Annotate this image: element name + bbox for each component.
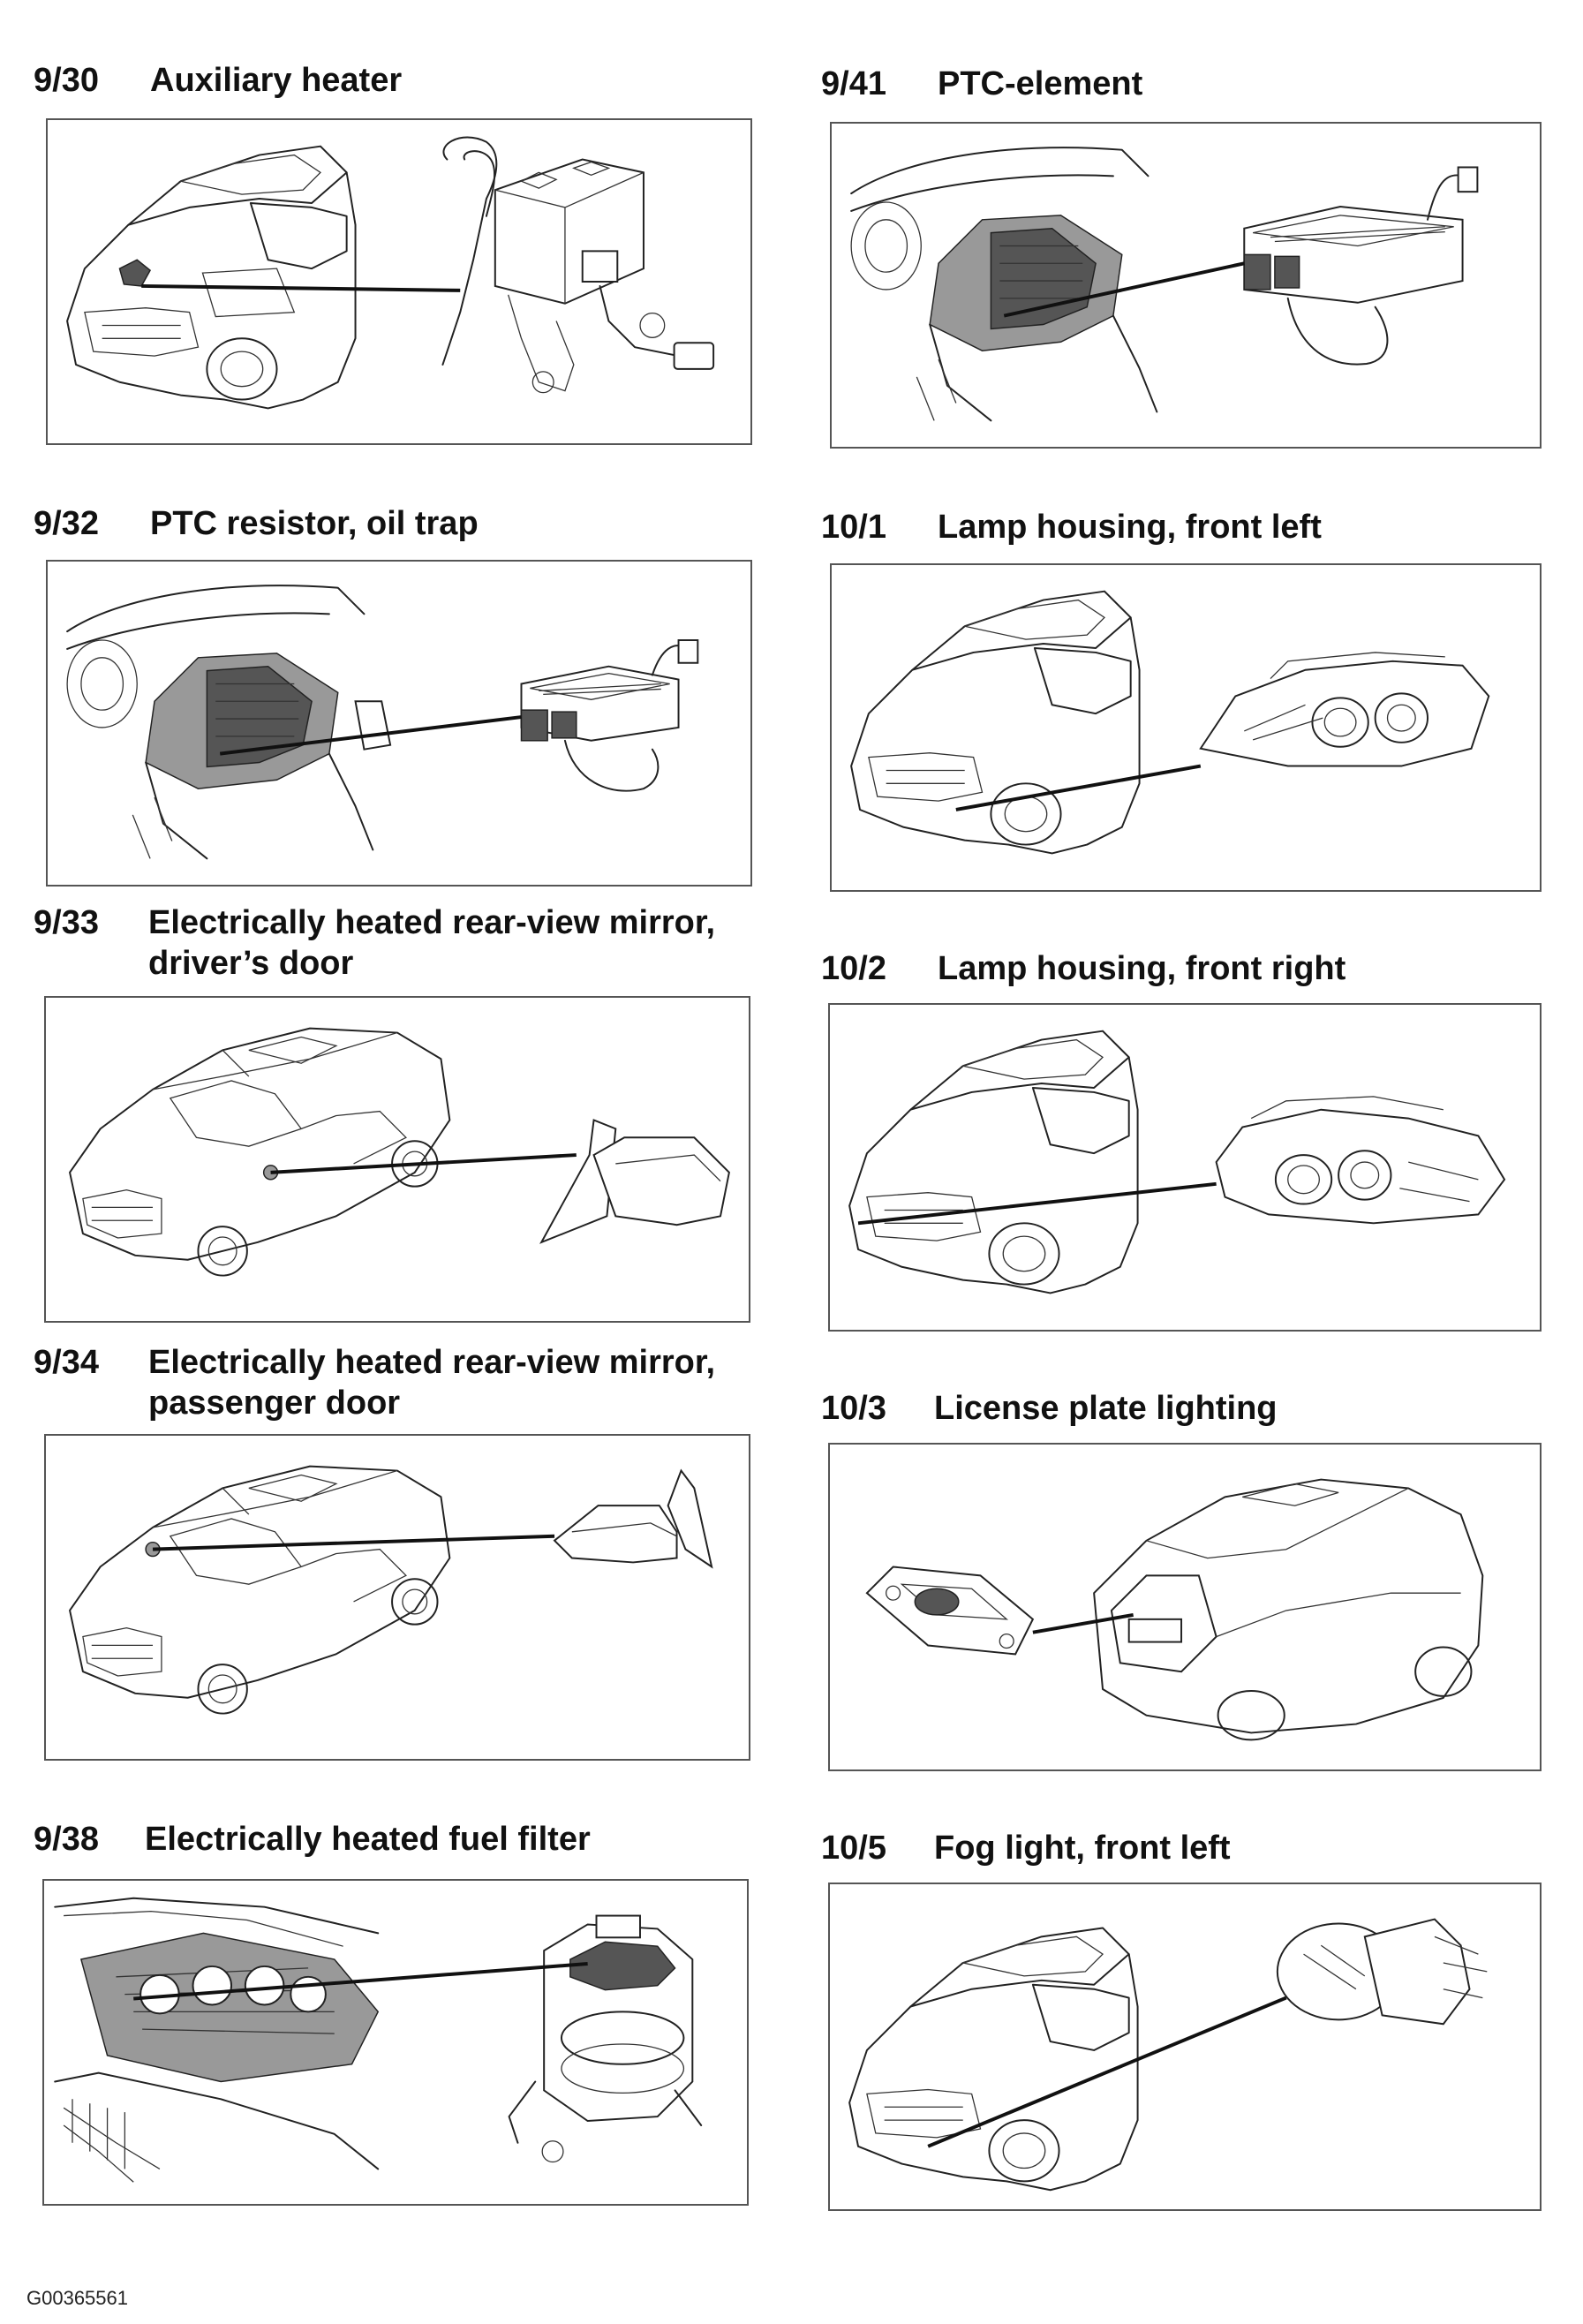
component-code: 9/30 [34,62,99,99]
illustration-frame [44,1434,750,1761]
passenger-mirror-illustration [69,1465,713,1715]
component-title: Lamp housing, front right [938,950,1346,987]
illustration-frame [828,1443,1542,1771]
entry-heated-mirror-driver-door: 9/33 Electrically heated rear-view mirro… [34,902,758,1323]
entry-header: 10/2 Lamp housing, front right [821,948,1554,989]
driver-mirror-illustration [69,1027,730,1277]
component-title: PTC resistor, oil trap [150,505,479,542]
fuel-filter-illustration [54,1897,703,2183]
illustration-frame [830,563,1542,892]
illustration-frame [42,1879,749,2206]
entry-header: 10/5 Fog light, front left [821,1828,1554,1868]
entry-header: 9/32 PTC resistor, oil trap [34,503,758,544]
entry-heated-mirror-passenger-door: 9/34 Electrically heated rear-view mirro… [34,1342,758,1761]
illustration-frame [830,122,1542,449]
lamp-right-illustration [848,1030,1506,1294]
license-plate-light-illustration [865,1478,1484,1741]
component-title: Electrically heated rear-view mirror, dri… [148,902,715,984]
entry-ptc-resistor-oil-trap: 9/32 PTC resistor, oil trap [34,503,758,887]
ptc-resistor-illustration [66,585,699,860]
component-title: PTC-element [938,65,1143,102]
entry-lamp-housing-front-left: 10/1 Lamp housing, front left [821,507,1554,892]
entry-license-plate-lighting: 10/3 License plate lighting [821,1388,1554,1771]
illustration-frame [46,560,752,887]
component-code: 9/32 [34,505,99,542]
component-code: 10/5 [821,1830,886,1867]
component-code: 10/1 [821,509,886,546]
component-code: 10/3 [821,1390,886,1427]
entry-ptc-element: 9/41 PTC-element [821,64,1554,449]
lamp-left-illustration [850,590,1490,855]
illustration-frame [44,996,750,1323]
entry-heated-fuel-filter: 9/38 Electrically heated fuel filter [34,1819,758,2206]
entry-header: 9/38 Electrically heated fuel filter [34,1819,758,1860]
component-code: 9/41 [821,65,886,102]
component-code: 10/2 [821,950,886,987]
component-title: Auxiliary heater [150,62,403,99]
entry-auxiliary-heater: 9/30 Auxiliary heater [34,60,758,445]
component-title-line-2: driver’s door [148,945,354,982]
component-title: Electrically heated fuel filter [145,1821,591,1858]
component-title: License plate lighting [934,1390,1278,1427]
document-id: G00365561 [26,2287,128,2309]
component-title: Electrically heated rear-view mirror, pas… [148,1342,715,1423]
component-code: 9/34 [34,1344,99,1381]
component-title-line-2: passenger door [148,1385,401,1422]
auxiliary-heater-illustration [66,136,715,410]
component-code: 9/33 [34,904,99,941]
component-title: Lamp housing, front left [938,509,1322,546]
component-code: 9/38 [34,1821,99,1858]
entry-header: 10/1 Lamp housing, front left [821,507,1554,547]
entry-header: 9/30 Auxiliary heater [34,60,758,101]
component-title-line-1: Electrically heated rear-view mirror, [148,904,716,941]
component-title-line-1: Electrically heated rear-view mirror, [148,1344,716,1381]
entry-header: 9/33 Electrically heated rear-view mirro… [34,902,758,984]
illustration-frame [828,1003,1542,1332]
illustration-frame [46,118,752,445]
entry-lamp-housing-front-right: 10/2 Lamp housing, front right [821,948,1554,1332]
ptc-element-illustration [850,147,1479,422]
entry-header: 9/41 PTC-element [821,64,1554,104]
entry-header: 9/34 Electrically heated rear-view mirro… [34,1342,758,1423]
component-title: Fog light, front left [934,1830,1231,1867]
entry-fog-light-front-left: 10/5 Fog light, front left [821,1828,1554,2211]
entry-header: 10/3 License plate lighting [821,1388,1554,1429]
fog-light-illustration [848,1918,1488,2192]
illustration-frame [828,1883,1542,2211]
